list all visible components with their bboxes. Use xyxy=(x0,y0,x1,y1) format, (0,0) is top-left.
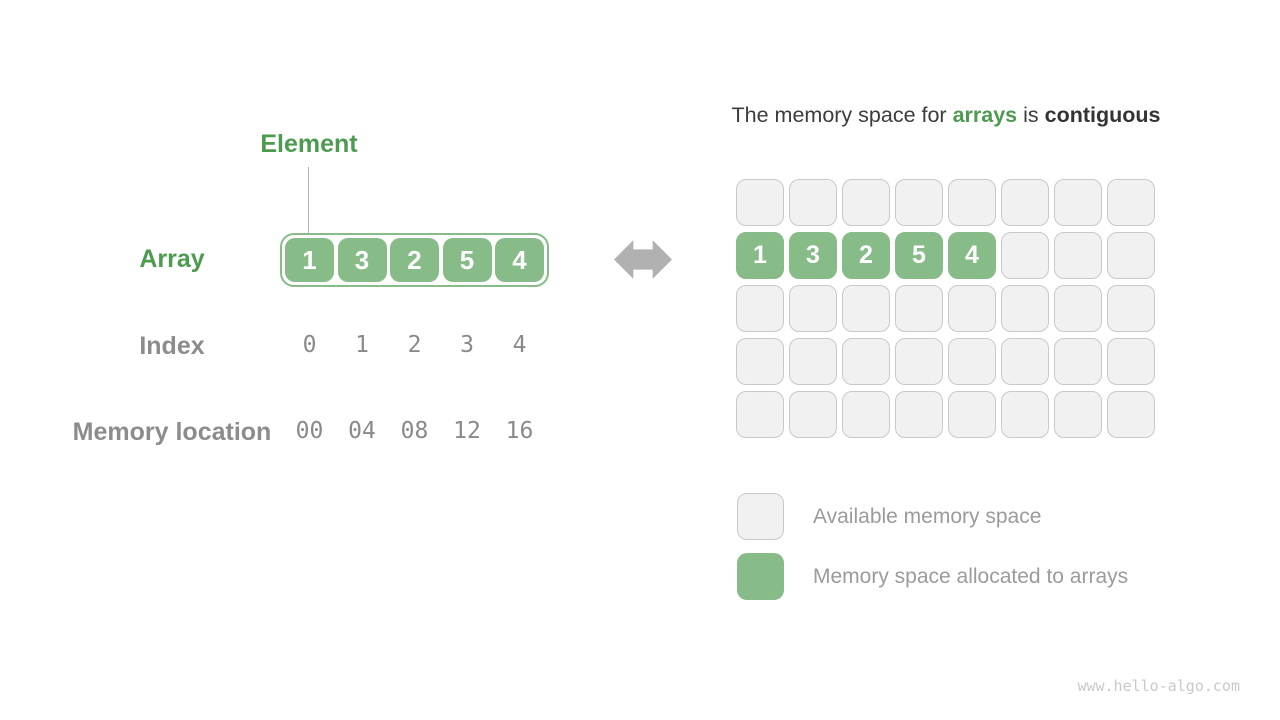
watermark: www.hello-algo.com xyxy=(1077,677,1240,695)
element-connector-line xyxy=(308,167,309,233)
memory-cell-available xyxy=(1107,338,1155,385)
title-prefix: The memory space for xyxy=(731,103,953,127)
title-middle: is xyxy=(1017,103,1045,127)
memory-cell-available xyxy=(1001,391,1049,438)
memory-cell-available xyxy=(789,179,837,226)
memory-cell-available xyxy=(1001,232,1049,279)
memory-cell-available xyxy=(789,338,837,385)
legend: Available memory space Memory space allo… xyxy=(737,493,1128,600)
title-highlight-contiguous: contiguous xyxy=(1044,103,1161,127)
memory-cell-available xyxy=(736,391,784,438)
memory-cell-allocated: 3 xyxy=(789,232,837,279)
memory-location-value: 12 xyxy=(453,418,481,444)
memory-cell-available xyxy=(842,338,890,385)
memory-cell-available xyxy=(1107,391,1155,438)
memory-cell-available xyxy=(736,179,784,226)
memory-cell-available xyxy=(736,338,784,385)
memory-location-value: 16 xyxy=(505,418,534,444)
allocated-memory-swatch xyxy=(737,553,784,600)
array-cell: 3 xyxy=(337,238,387,282)
memory-cell-available xyxy=(1054,391,1102,438)
array-cell: 1 xyxy=(285,238,334,282)
title-highlight-arrays: arrays xyxy=(952,103,1018,127)
memory-cell-available xyxy=(736,285,784,332)
index-values-row: 0 1 2 3 4 xyxy=(285,332,544,358)
memory-location-value: 04 xyxy=(348,418,376,444)
right-title: The memory space for arrays is contiguou… xyxy=(695,101,1197,129)
memory-location-values-row: 00 04 08 12 16 xyxy=(285,418,544,444)
memory-cell-available xyxy=(948,285,996,332)
memory-cell-available xyxy=(895,391,943,438)
memory-cell-available xyxy=(789,285,837,332)
memory-cell-allocated: 5 xyxy=(895,232,943,279)
memory-cell-available xyxy=(842,179,890,226)
memory-cell-available xyxy=(948,179,996,226)
memory-cell-available xyxy=(895,179,943,226)
memory-location-value: 00 xyxy=(295,418,324,444)
index-value: 3 xyxy=(460,332,474,358)
double-headed-arrow-icon xyxy=(614,240,672,279)
index-value: 2 xyxy=(407,332,422,358)
memory-cell-available xyxy=(1107,232,1155,279)
memory-location-label: Memory location xyxy=(72,418,272,446)
index-value: 4 xyxy=(512,332,527,358)
memory-location-value: 08 xyxy=(400,418,429,444)
memory-cell-allocated: 2 xyxy=(842,232,890,279)
memory-cell-available xyxy=(1001,179,1049,226)
memory-cell-available xyxy=(842,391,890,438)
memory-cell-available xyxy=(842,285,890,332)
memory-cell-allocated: 1 xyxy=(736,232,784,279)
memory-cell-available xyxy=(1001,285,1049,332)
memory-cell-available xyxy=(1107,285,1155,332)
legend-label-available: Available memory space xyxy=(813,504,1042,528)
memory-cell-available xyxy=(1001,338,1049,385)
memory-cell-allocated: 4 xyxy=(948,232,996,279)
index-label: Index xyxy=(139,332,205,360)
memory-cell-available xyxy=(1107,179,1155,226)
legend-label-allocated: Memory space allocated to arrays xyxy=(813,564,1129,588)
legend-row-allocated: Memory space allocated to arrays xyxy=(737,553,1128,600)
legend-row-available: Available memory space xyxy=(737,493,1128,540)
memory-cell-available xyxy=(948,391,996,438)
memory-cell-available xyxy=(895,338,943,385)
memory-cell-available xyxy=(1054,179,1102,226)
available-memory-swatch xyxy=(737,493,784,540)
memory-cell-available xyxy=(895,285,943,332)
memory-cell-available xyxy=(1054,232,1102,279)
index-value: 0 xyxy=(302,332,317,358)
index-value: 1 xyxy=(355,332,369,358)
array-cell: 4 xyxy=(495,238,544,282)
memory-cell-available xyxy=(789,391,837,438)
array-cell: 5 xyxy=(442,238,492,282)
memory-cell-available xyxy=(1054,338,1102,385)
array-label: Array xyxy=(139,245,205,273)
memory-cell-available xyxy=(948,338,996,385)
memory-cell-available xyxy=(1054,285,1102,332)
element-label: Element xyxy=(260,130,358,158)
array-cell: 2 xyxy=(390,238,439,282)
